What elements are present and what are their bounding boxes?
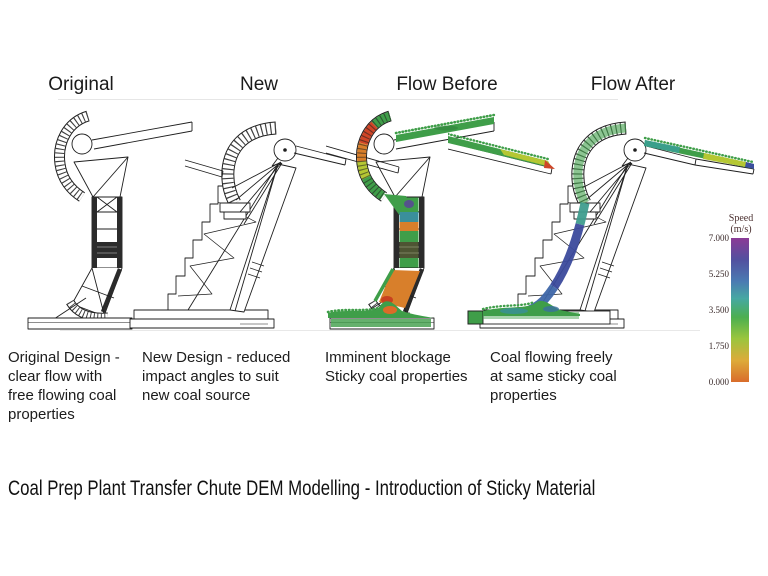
panel-title-flow-before: Flow Before	[396, 74, 498, 95]
legend-title: Speed	[728, 213, 754, 224]
header-divider	[58, 99, 618, 100]
caption-original: Original Design - clear flow with free f…	[8, 349, 120, 423]
outgoing-conveyor	[184, 159, 224, 178]
flow-after-diagram	[448, 106, 755, 346]
panel-title-original: Original	[48, 74, 114, 95]
legend-tick: 3.500	[708, 305, 729, 315]
hood-stream	[573, 123, 627, 206]
panel-title-new: New	[239, 74, 279, 95]
flow-before-diagram	[326, 106, 496, 346]
caption-flow-before: Imminent blockage Sticky coal properties	[325, 349, 468, 385]
flow-before-particles	[326, 111, 496, 327]
legend-tick-min: 0.000	[708, 377, 729, 387]
legend-tick: 5.250	[708, 269, 729, 279]
panel-title-flow-after: Flow After	[590, 74, 676, 95]
speed-colorbar	[731, 238, 749, 382]
new-design-diagram	[128, 106, 358, 346]
speed-legend: Speed (m/s) 7.000 5.250 3.500 1.750 0.00…	[702, 213, 764, 387]
incoming-conveyor-extension	[694, 158, 755, 175]
ground-line	[60, 330, 700, 331]
flow-after-particles	[448, 123, 755, 325]
caption-flow-after: Coal flowing freely at same sticky coal …	[490, 349, 617, 404]
legend-tick-max: 7.000	[708, 233, 729, 243]
caption-new: New Design - reduced impact angles to su…	[142, 349, 291, 404]
blocked-heap	[328, 301, 433, 318]
legend-units: (m/s)	[730, 224, 752, 235]
figure-title: Coal Prep Plant Transfer Chute DEM Model…	[8, 477, 596, 500]
legend-tick: 1.750	[708, 341, 729, 351]
